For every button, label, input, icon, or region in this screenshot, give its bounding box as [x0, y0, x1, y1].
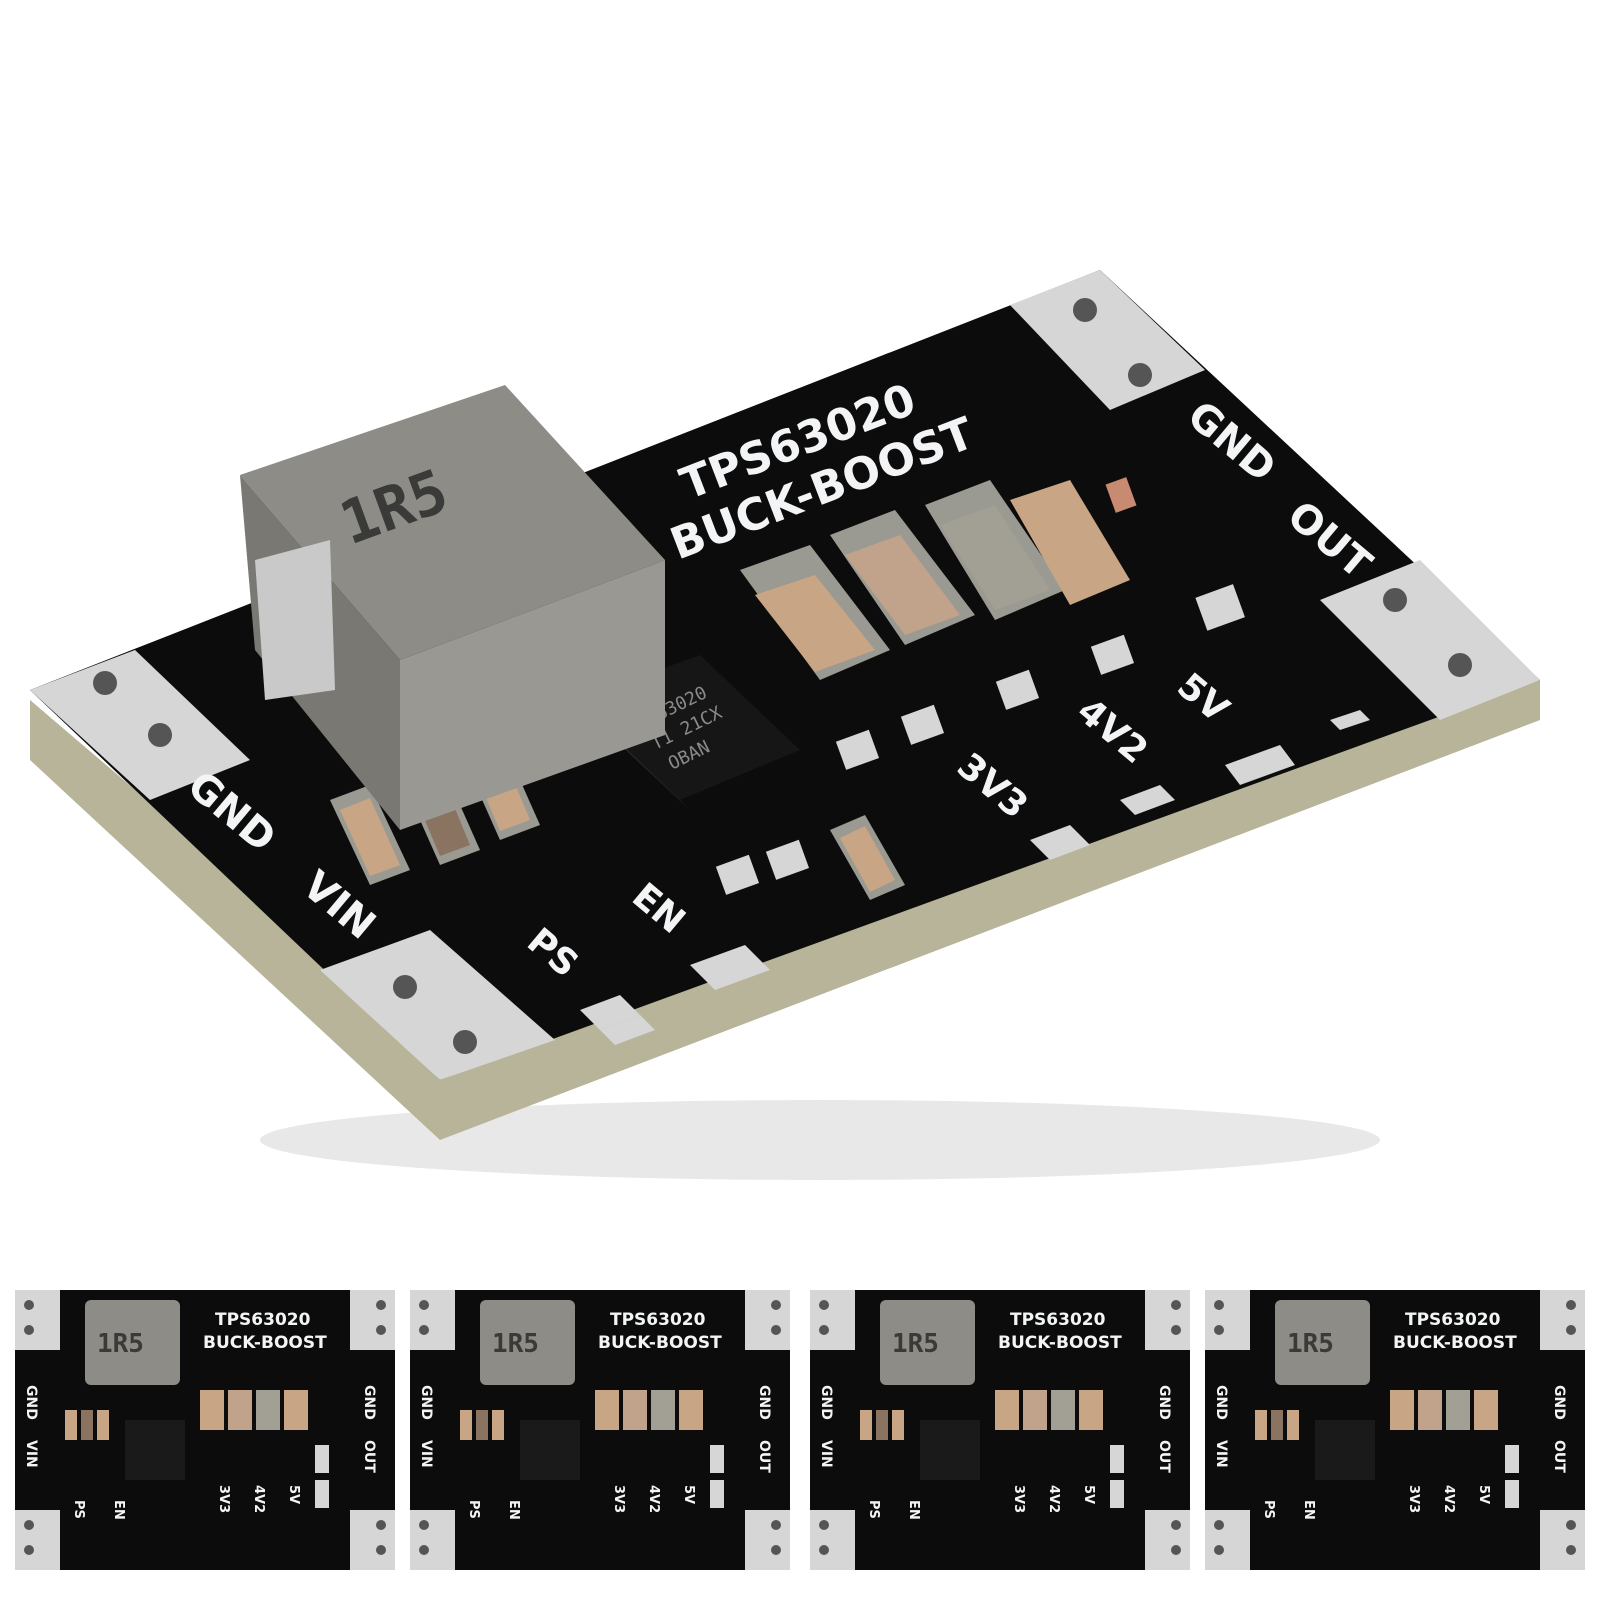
thumbnail-board-2: 1R5 TPS63020 BUCK-BOOST GND VIN GND OUT … [410, 1290, 790, 1570]
pad-left-top [30, 650, 250, 800]
pin-label-ps: PS [866, 1500, 881, 1519]
voltage-label-4v2: 4V2 [251, 1485, 266, 1513]
voltage-label-5v: 5V [1081, 1485, 1096, 1504]
pin-label-ps: PS [71, 1500, 86, 1519]
pin-label-out: OUT [361, 1440, 377, 1473]
inductor-marking: 1R5 [1287, 1329, 1334, 1359]
pad-right-bottom [1320, 560, 1540, 720]
voltage-label-3v3: 3V3 [1406, 1485, 1421, 1513]
chip-name-label: TPS63020 [1405, 1310, 1501, 1330]
pin-label-out: OUT [1551, 1440, 1567, 1473]
pin-label-ps: PS [1261, 1500, 1276, 1519]
voltage-label-5v: 5V [1476, 1485, 1491, 1504]
voltage-label-4v2: 4V2 [1441, 1485, 1456, 1513]
pin-label-gnd-out: GND [1551, 1385, 1567, 1420]
inductor-marking: 1R5 [492, 1329, 539, 1359]
pin-label-out: OUT [1156, 1440, 1172, 1473]
pcb-top [30, 270, 1540, 1080]
pin-label-vin: VIN [23, 1440, 39, 1468]
inductor: 1R5 [240, 385, 665, 830]
pin-label-gnd-in: GND [818, 1385, 834, 1420]
pin-label-vin: VIN [418, 1440, 434, 1468]
pin-label-gnd-in: GND [418, 1385, 434, 1420]
inductor-marking: 1R5 [97, 1329, 144, 1359]
pin-label-gnd-in: GND [23, 1385, 39, 1420]
thumbnail-board-3: 1R5 TPS63020 BUCK-BOOST GND VIN GND OUT … [810, 1290, 1190, 1570]
pin-label-en: EN [111, 1500, 126, 1520]
topology-label: BUCK-BOOST [1393, 1333, 1517, 1353]
pad-right-top [1010, 270, 1205, 410]
voltage-label-4v2: 4V2 [1046, 1485, 1061, 1513]
thumbnail-board-4: 1R5 TPS63020 BUCK-BOOST GND VIN GND OUT … [1205, 1290, 1585, 1570]
chip-name-label: TPS63020 [610, 1310, 706, 1330]
pin-label-gnd-out: GND [756, 1385, 772, 1420]
jumper-pads [580, 710, 1370, 1045]
inductor-marking: 1R5 [892, 1329, 939, 1359]
topology-label: BUCK-BOOST [203, 1333, 327, 1353]
pin-label-en: EN [1301, 1500, 1316, 1520]
pad-left-bottom [320, 930, 555, 1080]
topology-label: BUCK-BOOST [998, 1333, 1122, 1353]
board-shadow [260, 1100, 1380, 1180]
pin-label-out: OUT [756, 1440, 772, 1473]
chip-name-label: TPS63020 [1010, 1310, 1106, 1330]
voltage-label-5v: 5V [681, 1485, 696, 1504]
thumbnail-board-1: 1R5 TPS63020 BUCK-BOOST GND VIN GND OUT … [15, 1290, 395, 1570]
voltage-label-3v3: 3V3 [216, 1485, 231, 1513]
pin-label-vin: VIN [818, 1440, 834, 1468]
chip-name-label: TPS63020 [215, 1310, 311, 1330]
pin-label-en: EN [506, 1500, 521, 1520]
voltage-label-3v3: 3V3 [1011, 1485, 1026, 1513]
pin-label-ps: PS [466, 1500, 481, 1519]
voltage-label-4v2: 4V2 [646, 1485, 661, 1513]
smd-resistors [715, 477, 1245, 895]
voltage-label-3v3: 3V3 [611, 1485, 626, 1513]
voltage-label-5v: 5V [286, 1485, 301, 1504]
pin-label-en: EN [906, 1500, 921, 1520]
pin-label-gnd-out: GND [1156, 1385, 1172, 1420]
pin-label-gnd-in: GND [1213, 1385, 1229, 1420]
pin-label-gnd-out: GND [361, 1385, 377, 1420]
pin-label-vin: VIN [1213, 1440, 1229, 1468]
hero-board-photo: TPS63020 BUCK-BOOST GND VIN GND OUT PS E… [30, 270, 1540, 1180]
topology-label: BUCK-BOOST [598, 1333, 722, 1353]
